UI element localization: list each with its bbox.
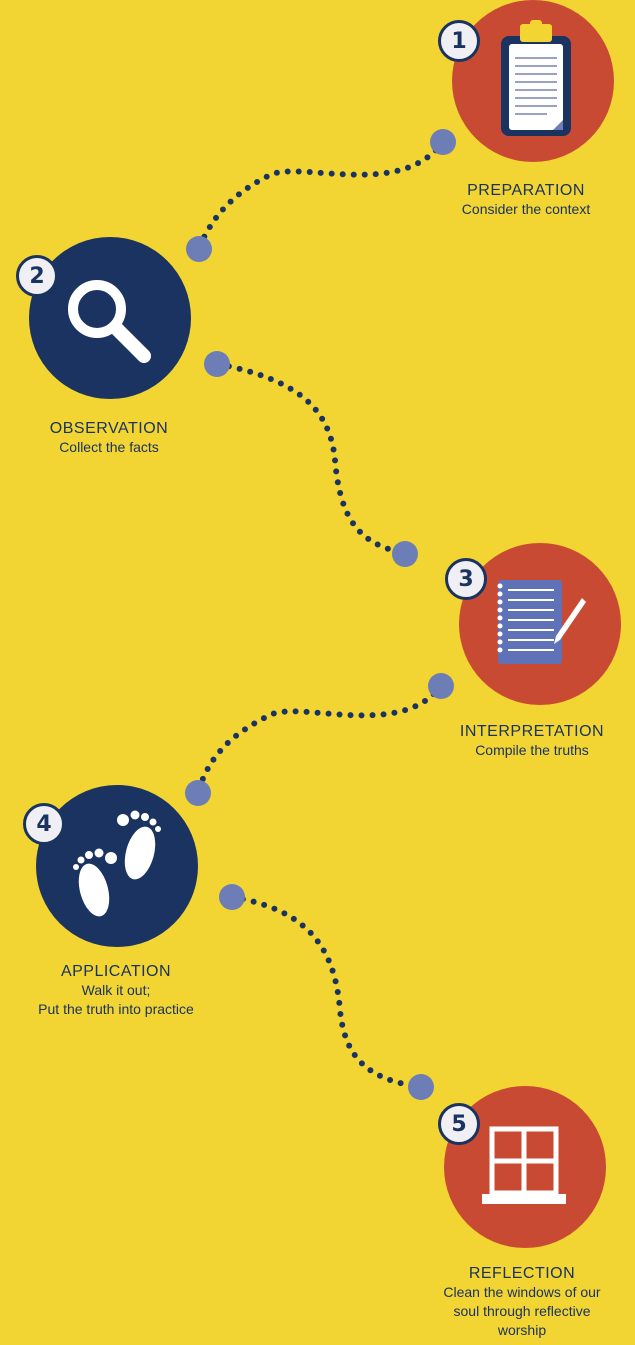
connector-dot xyxy=(185,780,211,806)
step-5-desc-line1: Clean the windows of our xyxy=(443,1284,601,1300)
step-5-desc-line3: worship xyxy=(497,1322,547,1338)
connector-1-2 xyxy=(196,139,446,251)
step-1-title: PREPARATION xyxy=(467,182,585,199)
connector-dot xyxy=(408,1074,434,1100)
footprints-icon xyxy=(73,810,161,917)
step-2-title: OBSERVATION xyxy=(49,420,169,437)
connector-dot xyxy=(392,541,418,567)
step-4-title: APPLICATION xyxy=(60,963,172,980)
step-2-desc: Collect the facts xyxy=(59,439,159,455)
connector-4-5 xyxy=(229,894,424,1090)
connector-dot xyxy=(430,129,456,155)
step-1-badge: 1 xyxy=(438,20,480,62)
connector-dot xyxy=(428,673,454,699)
step-5-caption: REFLECTION Clean the windows of our soul… xyxy=(410,1264,634,1340)
window-icon xyxy=(482,1126,566,1204)
step-4-circle xyxy=(36,785,198,947)
step-5-title: REFLECTION xyxy=(468,1265,576,1282)
step-4-caption: APPLICATION Walk it out; Put the truth i… xyxy=(0,962,232,1019)
step-3-title: INTERPRETATION xyxy=(459,723,605,740)
connector-dot xyxy=(204,351,230,377)
connector-dot xyxy=(219,884,245,910)
step-1-desc: Consider the context xyxy=(461,201,591,217)
clipboard-icon xyxy=(501,20,571,136)
connector-2-3 xyxy=(215,361,408,556)
connector-3-4 xyxy=(195,683,444,796)
step-2-circle xyxy=(29,237,191,399)
step-1-caption: PREPARATION Consider the context xyxy=(420,181,632,219)
step-4-desc-line1: Walk it out; xyxy=(81,982,151,998)
step-2-caption: OBSERVATION Collect the facts xyxy=(4,419,214,457)
step-3-caption: INTERPRETATION Compile the truths xyxy=(430,722,634,760)
step-2-badge: 2 xyxy=(16,255,58,297)
step-4-badge: 4 xyxy=(23,803,65,845)
step-5-badge: 5 xyxy=(438,1103,480,1145)
magnifier-icon xyxy=(68,280,151,363)
connector-dot xyxy=(186,236,212,262)
step-3-desc: Compile the truths xyxy=(475,742,589,758)
step-3-badge: 3 xyxy=(445,558,487,600)
step-5-desc-line2: soul through reflective xyxy=(453,1303,591,1319)
notebook-pencil-icon xyxy=(497,580,586,664)
step-4-desc-line2: Put the truth into practice xyxy=(38,1001,194,1017)
